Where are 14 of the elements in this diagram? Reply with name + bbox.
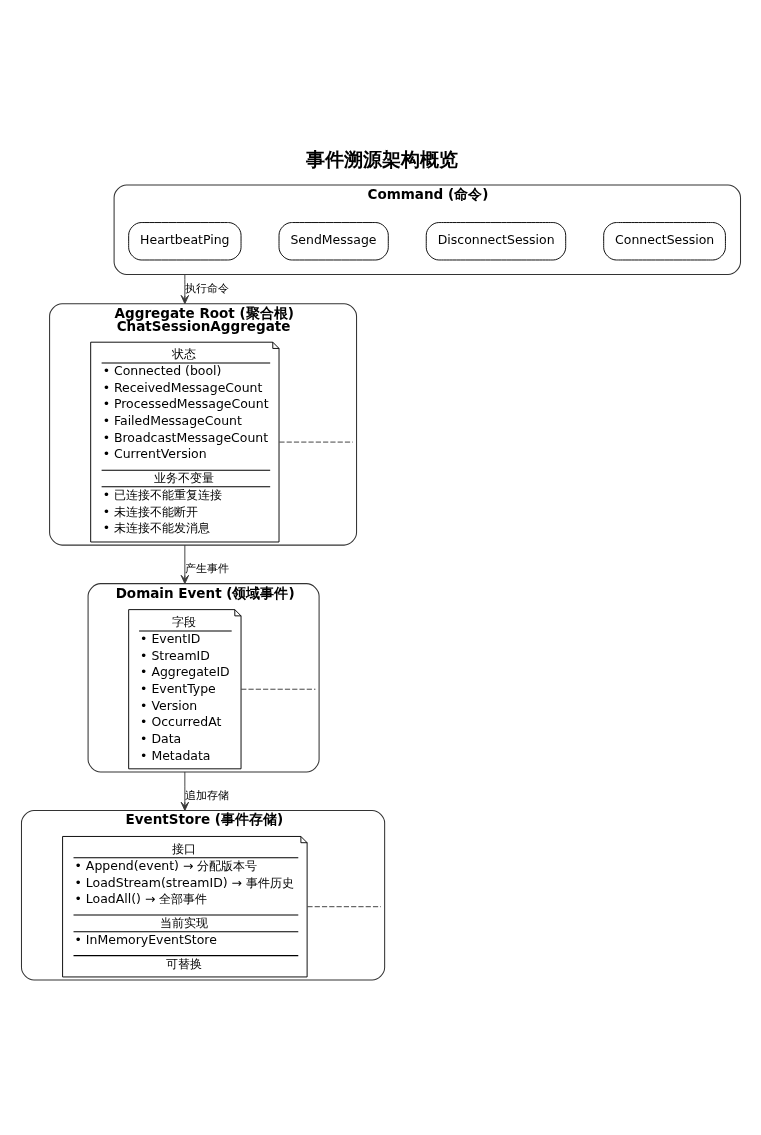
edge-label: 追加存储 — [184, 787, 229, 802]
arrow — [180, 273, 189, 304]
edge-label: 产生事件 — [184, 560, 229, 575]
node-box: HeartbeatPing — [127, 221, 241, 260]
node-box: SendMessage — [278, 221, 389, 260]
arrow — [180, 544, 189, 584]
edge-label: 执行命令 — [184, 280, 229, 295]
connector — [278, 441, 353, 443]
connector — [306, 905, 381, 907]
connector — [240, 688, 316, 690]
diagram-title: 事件溯源架构概览 — [305, 148, 458, 170]
node-box: ConnectSession — [602, 221, 726, 260]
node-box: DisconnectSession — [425, 221, 566, 260]
arrow — [180, 771, 189, 811]
